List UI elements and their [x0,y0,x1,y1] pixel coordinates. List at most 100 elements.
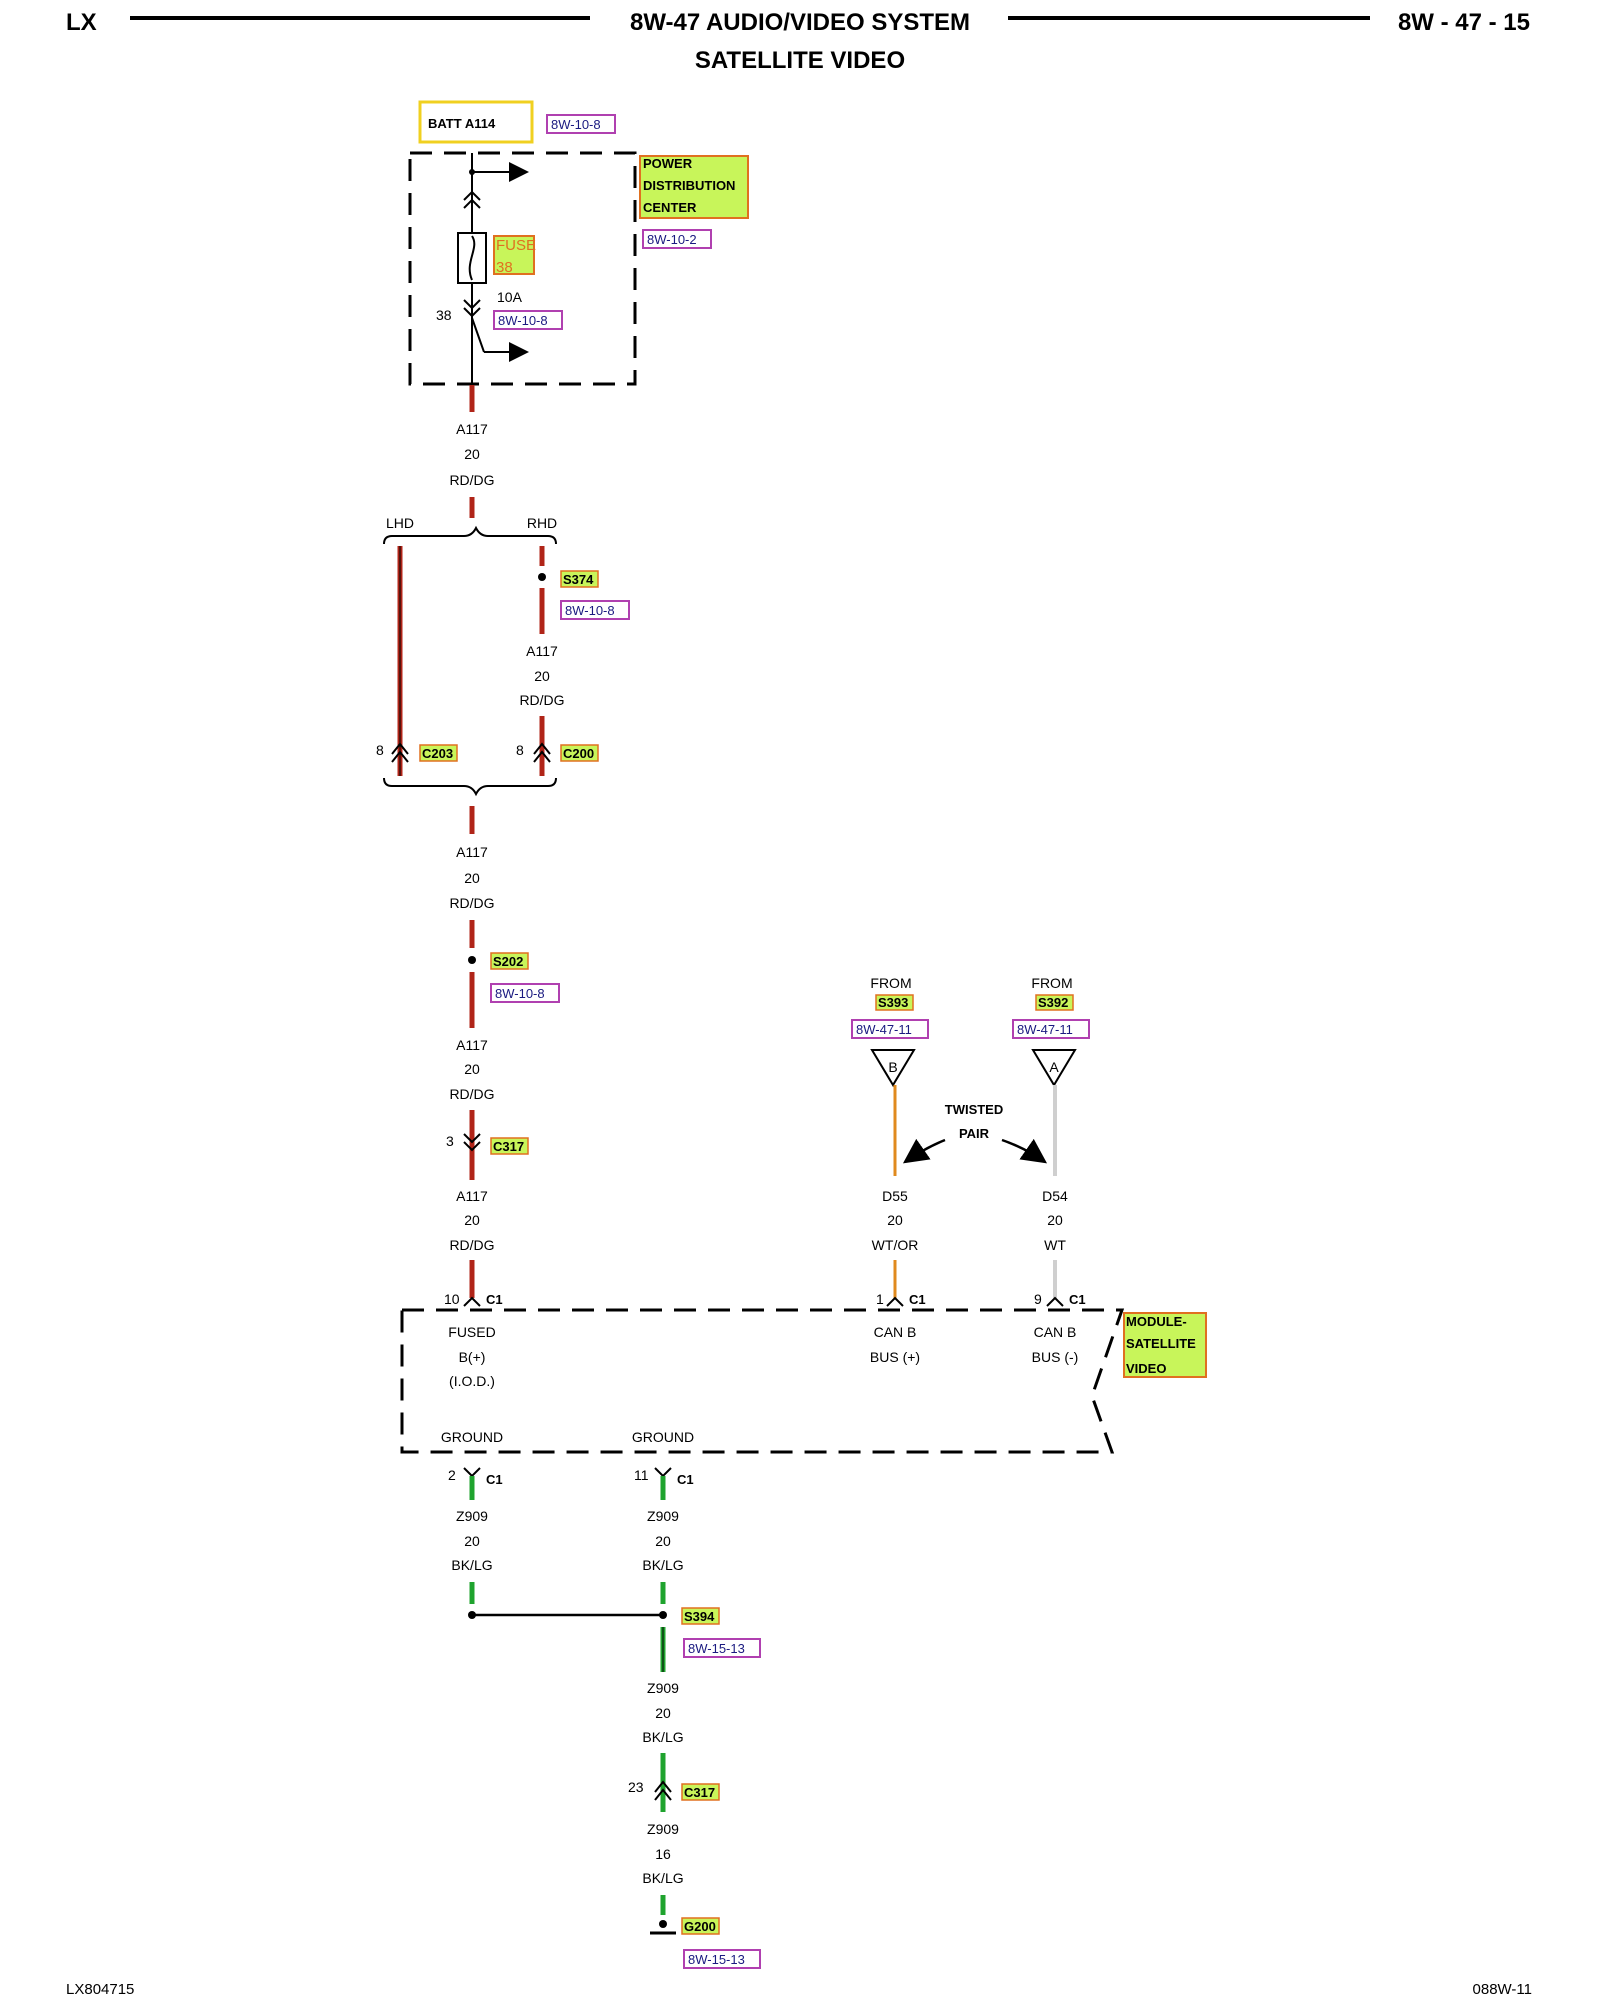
z909-g2-color: BK/LG [642,1557,683,1573]
c1-pin-gnd2-connector [654,1467,672,1478]
s394-ref-box[interactable] [683,1638,761,1658]
s374-tag-box[interactable] [560,570,599,588]
c1-pin-fused-connector [463,1296,481,1307]
batt-ref[interactable]: 8W-10-8 [551,117,601,132]
s394-ref[interactable]: 8W-15-13 [688,1641,745,1656]
c1-pin-gnd1: 2 [448,1467,456,1483]
fuse-tag-box[interactable] [493,235,535,275]
g200-ref-box[interactable] [683,1949,761,1969]
canp-line1: CAN B [874,1324,917,1340]
pdc-tag-box[interactable] [639,155,749,219]
z909-16-gauge: 16 [655,1846,671,1862]
z909-g2-gauge: 20 [655,1533,671,1549]
pdc-ref[interactable]: 8W-10-2 [647,232,697,247]
fuse-word: FUSE [496,237,536,254]
c317-bottom-name[interactable]: C317 [684,1785,715,1800]
s394-tag-box[interactable] [681,1607,720,1625]
pdc-ref-box[interactable] [642,229,712,249]
s392-name[interactable]: S392 [1038,995,1068,1010]
g200-tag-box[interactable] [681,1917,720,1935]
pdc-dashed-outline [408,151,637,386]
fuse-cavity: 38 [436,307,452,323]
can-right-triangle [1031,1049,1077,1087]
fused-line3: (I.O.D.) [449,1373,495,1389]
d54-color: WT [1044,1237,1066,1253]
s374-ref-box[interactable] [560,600,630,620]
pdc-top-node [469,169,475,175]
s392-ref[interactable]: 8W-47-11 [1017,1022,1073,1037]
s393-ref[interactable]: 8W-47-11 [856,1022,912,1037]
s394-name[interactable]: S394 [684,1609,715,1624]
batt-source: BATT A114 8W-10-8 [418,100,616,144]
a117-label-4-gauge: 20 [464,1212,480,1228]
a117-label-3-gauge: 20 [464,1061,480,1077]
g200-ref[interactable]: 8W-15-13 [688,1952,745,1967]
fuse-ref[interactable]: 8W-10-8 [498,313,548,328]
g200-name[interactable]: G200 [684,1919,716,1934]
a117-label-3-circuit: A117 [456,1037,488,1053]
a117-label-4-color: RD/DG [449,1237,494,1253]
d55-color: WT/OR [872,1237,919,1253]
c1-label-gnd2: C1 [677,1472,694,1487]
d55-circuit: D55 [882,1188,908,1204]
s394-splice-dot [659,1611,667,1619]
module-dashed-outline [400,1308,1125,1454]
c203-tag-box[interactable] [419,744,458,762]
s393-name[interactable]: S393 [878,995,908,1010]
fuse-ref-box[interactable] [493,310,563,330]
a117-rhd-gauge: 20 [534,668,550,684]
z909-g1-circuit: Z909 [456,1508,488,1524]
power-distribution-center: POWER DISTRIBUTION CENTER 8W-10-2 FUSE 3… [408,151,749,386]
s393-ref-box[interactable] [851,1019,929,1039]
c1-label-canm: C1 [1069,1292,1086,1307]
s202-ref-box[interactable] [490,983,560,1003]
c1-pin-canm-connector [1046,1296,1064,1307]
c203-connector [391,742,409,763]
c1-pin-gnd2: 11 [634,1467,649,1483]
s392-tag-box[interactable] [1035,994,1074,1011]
s374-name[interactable]: S374 [563,572,594,587]
twisted-pair-arrow-left [902,1138,946,1164]
c317-bottom-connector [654,1780,672,1801]
c317-top-connector [463,1133,481,1152]
c317-top-tag-box[interactable] [490,1137,529,1155]
footer-left: LX804715 [66,1981,134,1998]
a117-label-3-color: RD/DG [449,1086,494,1102]
c1-pin-fused: 10 [444,1291,460,1307]
c317-bottom-pin: 23 [628,1779,644,1795]
can-left-from: FROM [870,975,911,991]
c203-name[interactable]: C203 [422,746,453,761]
module-line3: VIDEO [1126,1361,1166,1376]
z909-g1-color: BK/LG [451,1557,492,1573]
c1-label-fused: C1 [486,1292,503,1307]
s374-ref[interactable]: 8W-10-8 [565,603,615,618]
footer-right: 088W-11 [1473,1981,1532,1998]
c200-name[interactable]: C200 [563,746,594,761]
twisted-pair-arrow-right [1001,1138,1048,1164]
z909-3-color: BK/LG [642,1729,683,1745]
s202-name[interactable]: S202 [493,954,523,969]
header-right: 8W - 47 - 15 [1398,9,1530,36]
fuse-rating: 10A [497,289,523,305]
a117-rhd-color: RD/DG [519,692,564,708]
s392-ref-box[interactable] [1012,1019,1090,1039]
pdc-line3: CENTER [643,200,697,215]
a117-label-2-circuit: A117 [456,844,488,860]
s202-splice-dot [468,956,476,964]
pdc-line2: DISTRIBUTION [643,178,735,193]
c317-bottom-tag-box[interactable] [681,1783,720,1801]
can-left-letter: B [888,1059,897,1075]
fuse-element [468,235,476,281]
z909-g1-gauge: 20 [464,1533,480,1549]
c317-top-pin: 3 [446,1133,454,1149]
s393-tag-box[interactable] [875,994,914,1011]
z909-g2-circuit: Z909 [647,1508,679,1524]
pdc-upper-connector [463,190,481,209]
twisted-pair-line1: TWISTED [945,1102,1004,1117]
s202-ref[interactable]: 8W-10-8 [495,986,545,1001]
s202-tag-box[interactable] [490,952,529,970]
c200-tag-box[interactable] [560,744,599,762]
c317-top-name[interactable]: C317 [493,1139,524,1154]
batt-ref-box[interactable] [546,114,616,134]
module-tag-box[interactable] [1123,1312,1207,1378]
